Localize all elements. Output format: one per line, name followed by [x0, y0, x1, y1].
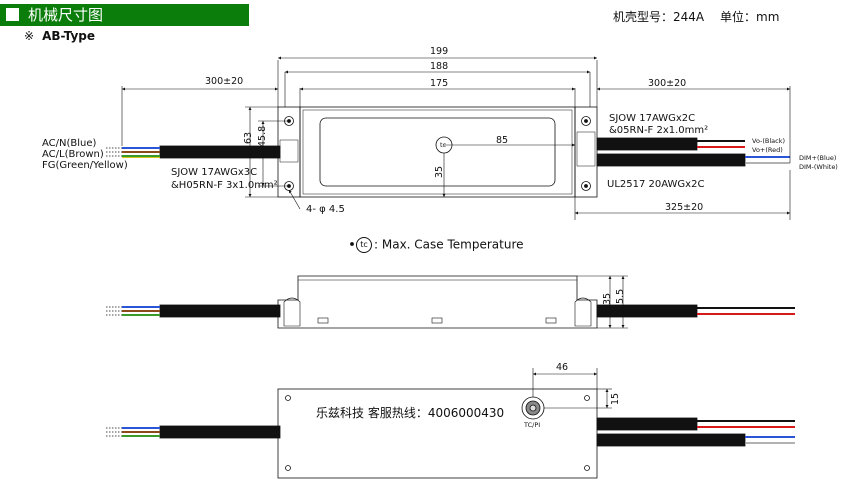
input-cable-spec-1: SJOW 17AWGx3C — [171, 167, 258, 178]
side-dim-flange-height: 35.5 — [615, 288, 626, 310]
dim-overall-length: 199 — [430, 46, 449, 57]
dim-cable — [596, 153, 746, 167]
dim-left-cable-length: 300±20 — [205, 76, 244, 87]
mounting-hole-icons — [284, 116, 591, 191]
hotline-text: 乐兹科技 客服热线：4006000430 — [316, 406, 505, 420]
dim-tc-y: 35 — [434, 165, 445, 178]
dim-mount-length: 188 — [430, 61, 449, 72]
type-heading: ※ AB-Type — [24, 29, 95, 43]
side-dim-height: 35 — [602, 292, 613, 305]
case-top-plate — [319, 117, 556, 187]
side-case-body — [277, 275, 598, 329]
dim-right-cable-length: 300±20 — [648, 78, 687, 89]
case-model: 机壳型号：244A — [613, 10, 705, 24]
reference-mark-icon: ※ — [24, 29, 35, 43]
input-cable-spec-2: &H05RN-F 3x1.0mm² — [171, 180, 278, 191]
pot-label: TC/PI — [524, 421, 541, 429]
wire-label-ac-l: AC/L(Brown) — [42, 149, 104, 160]
wire-label-vo-plus: Vo+(Red) — [752, 146, 783, 154]
dim-dim-cable-length: 325±20 — [665, 202, 704, 213]
tc-symbol-icon: tc — [356, 237, 372, 253]
wire-label-ac-n: AC/N(Blue) — [42, 138, 97, 149]
unit-label: 单位：mm — [720, 10, 780, 24]
section-title: 机械尺寸图 — [28, 6, 104, 24]
wire-label-vo-minus: Vo-(Black) — [752, 137, 786, 145]
bottom-input-cable — [159, 425, 281, 439]
side-input-cable — [159, 304, 281, 318]
dim-cable-spec: UL2517 20AWGx2C — [607, 179, 705, 190]
dim-body-length: 175 — [430, 78, 449, 89]
tc-note: tc: Max. Case Temperature — [354, 237, 524, 253]
bottom-view — [106, 368, 795, 479]
bottom-output-cable — [596, 417, 698, 431]
wire-label-dim-plus: DIM+(Blue) — [799, 154, 837, 162]
top-view — [106, 56, 791, 220]
output-cable — [596, 137, 698, 151]
bottom-dim-cable — [596, 433, 746, 447]
bottom-screw-icons — [285, 395, 590, 471]
bottom-case-body — [277, 388, 598, 479]
dim-pot-x: 46 — [556, 362, 569, 373]
bullet-dot — [350, 242, 354, 246]
dim-tc-x: 85 — [496, 135, 509, 146]
output-cable-spec-2: &05RN-F 2x1.0mm² — [609, 125, 709, 136]
dim-height: 63 — [243, 131, 254, 144]
wire-label-fg: FG(Green/Yellow) — [42, 160, 128, 171]
output-cable-spec-1: SJOW 17AWGx2C — [609, 113, 696, 124]
type-name: AB-Type — [42, 29, 96, 43]
dim-hole: 4- φ 4.5 — [306, 204, 345, 215]
wire-label-dim-minus: DIM-(White) — [799, 163, 838, 171]
side-view — [106, 275, 795, 329]
tc-note-text: : Max. Case Temperature — [374, 237, 524, 252]
banner-square-icon — [6, 8, 19, 21]
dim-mount-height: 45.8 — [257, 125, 268, 147]
case-body — [299, 106, 576, 198]
tc-point-label: tc — [440, 141, 447, 149]
input-cable — [159, 145, 281, 159]
section-banner: 机械尺寸图 — [0, 4, 249, 26]
dim-pot-y: 15 — [610, 392, 621, 405]
side-output-cable — [596, 304, 698, 318]
